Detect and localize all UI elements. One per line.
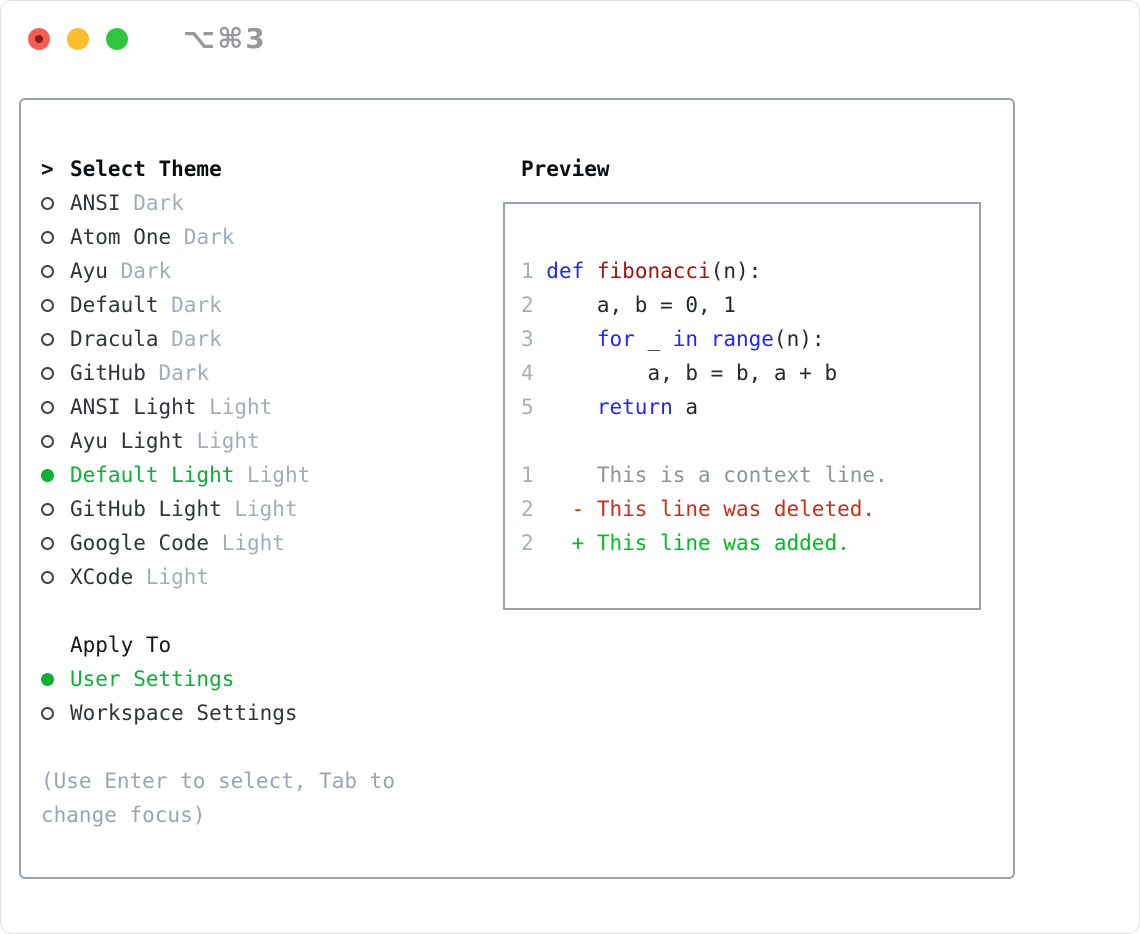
theme-option-variant: Dark [133, 191, 184, 215]
preview-line: 1 This is a context line. [521, 463, 888, 487]
preview-title: Preview [521, 157, 610, 181]
radio-icon [41, 400, 54, 414]
radio-icon [41, 366, 54, 380]
radio-icon [41, 468, 54, 482]
keyboard-hint: (Use Enter to select, Tab to change focu… [41, 769, 396, 827]
theme-option-variant: Light [221, 531, 285, 555]
theme-option-name: GitHub Light [70, 497, 235, 521]
radio-icon [41, 672, 54, 686]
theme-option[interactable]: ANSI Light Light [41, 390, 481, 424]
radio-gutter [41, 502, 70, 516]
theme-option-variant: Dark [171, 327, 222, 351]
theme-option[interactable]: ANSI Dark [41, 186, 481, 220]
radio-icon [41, 298, 54, 312]
theme-option-name: Atom One [70, 225, 184, 249]
theme-option-variant: Light [196, 429, 260, 453]
theme-option-name: Default [70, 293, 172, 317]
theme-option-variant: Dark [158, 361, 210, 385]
theme-option-name: Ayu [70, 259, 121, 283]
prompt-gutter: > [41, 152, 70, 186]
theme-option[interactable]: Google Code Light [41, 526, 481, 560]
preview-line [521, 424, 979, 458]
zoom-button[interactable] [106, 28, 128, 50]
preview-line: 5 return a [521, 395, 699, 419]
theme-picker-panel: > Select Theme ANSI Dark Atom One Dark A… [19, 98, 1015, 879]
preview-line: 3 for _ in range(n): [521, 327, 825, 351]
preview-column: Preview 1 def fibonacci(n): 2 a, b = 0, 1… [503, 152, 981, 610]
radio-gutter [41, 570, 70, 584]
radio-gutter [41, 672, 70, 686]
theme-option-name: XCode [70, 565, 146, 589]
apply-to-title: Apply To [70, 633, 172, 657]
select-theme-header: > Select Theme [41, 152, 481, 186]
theme-option[interactable]: Default Dark [41, 288, 481, 322]
theme-option-name: ANSI [70, 191, 134, 215]
radio-gutter [41, 264, 70, 278]
radio-icon [41, 570, 54, 584]
radio-gutter [41, 332, 70, 346]
theme-option-variant: Light [145, 565, 210, 589]
preview-line: 2 - This line was deleted. [521, 497, 876, 521]
theme-option[interactable]: Dracula Dark [41, 322, 481, 356]
theme-list: ANSI Dark Atom One Dark Ayu Dark Default… [41, 186, 481, 594]
radio-icon [41, 502, 54, 516]
theme-option-name: Dracula [70, 327, 172, 351]
radio-gutter [41, 196, 70, 210]
theme-option[interactable]: Ayu Light Light [41, 424, 481, 458]
theme-option-variant: Dark [183, 225, 235, 249]
radio-gutter [41, 536, 70, 550]
theme-option[interactable]: GitHub Dark [41, 356, 481, 390]
preview-box: 1 def fibonacci(n): 2 a, b = 0, 1 3 for _ … [503, 202, 981, 610]
theme-option[interactable]: XCode Light [41, 560, 481, 594]
radio-icon [41, 706, 54, 720]
theme-option[interactable]: Atom One Dark [41, 220, 481, 254]
radio-icon [41, 536, 54, 550]
radio-icon [41, 196, 54, 210]
apply-to-list: User Settings Workspace Settings [41, 662, 481, 730]
theme-option[interactable]: GitHub Light Light [41, 492, 481, 526]
preview-line: 2 + This line was added. [521, 531, 850, 555]
window-shortcut-label: ⌥⌘3 [183, 22, 267, 55]
radio-gutter [41, 706, 70, 720]
radio-icon [41, 264, 54, 278]
apply-to-option-name: Workspace Settings [70, 701, 298, 725]
radio-gutter [41, 434, 70, 448]
radio-icon [41, 230, 54, 244]
titlebar: ⌥⌘3 [28, 22, 267, 55]
theme-option-variant: Light [209, 395, 273, 419]
theme-option-variant: Dark [171, 293, 222, 317]
theme-option[interactable]: Ayu Dark [41, 254, 481, 288]
theme-option-name: ANSI Light [70, 395, 210, 419]
close-button[interactable] [28, 28, 50, 50]
apply-to-option[interactable]: Workspace Settings [41, 696, 481, 730]
prompt-cursor-icon: > [41, 157, 54, 181]
preview-code: 1 def fibonacci(n): 2 a, b = 0, 1 3 for _ … [505, 204, 979, 560]
minimize-button[interactable] [67, 28, 89, 50]
theme-option-variant: Light [234, 497, 298, 521]
theme-option-name: Default Light [70, 463, 248, 487]
theme-list-column: > Select Theme ANSI Dark Atom One Dark A… [41, 152, 481, 832]
theme-option-variant: Light [247, 463, 311, 487]
radio-gutter [41, 298, 70, 312]
select-theme-title: Select Theme [70, 157, 222, 181]
preview-line: 4 a, b = b, a + b [521, 361, 838, 385]
preview-line: 2 a, b = 0, 1 [521, 293, 736, 317]
radio-gutter [41, 366, 70, 380]
theme-option-name: Google Code [70, 531, 222, 555]
radio-gutter [41, 400, 70, 414]
preview-line: 1 def fibonacci(n): [521, 259, 762, 283]
radio-gutter [41, 468, 70, 482]
apply-to-option-name: User Settings [70, 667, 235, 691]
theme-option-variant: Dark [120, 259, 172, 283]
apply-to-option[interactable]: User Settings [41, 662, 481, 696]
radio-icon [41, 332, 54, 346]
radio-gutter [41, 230, 70, 244]
radio-icon [41, 434, 54, 448]
theme-option[interactable]: Default Light Light [41, 458, 481, 492]
theme-option-name: Ayu Light [70, 429, 197, 453]
theme-option-name: GitHub [70, 361, 159, 385]
